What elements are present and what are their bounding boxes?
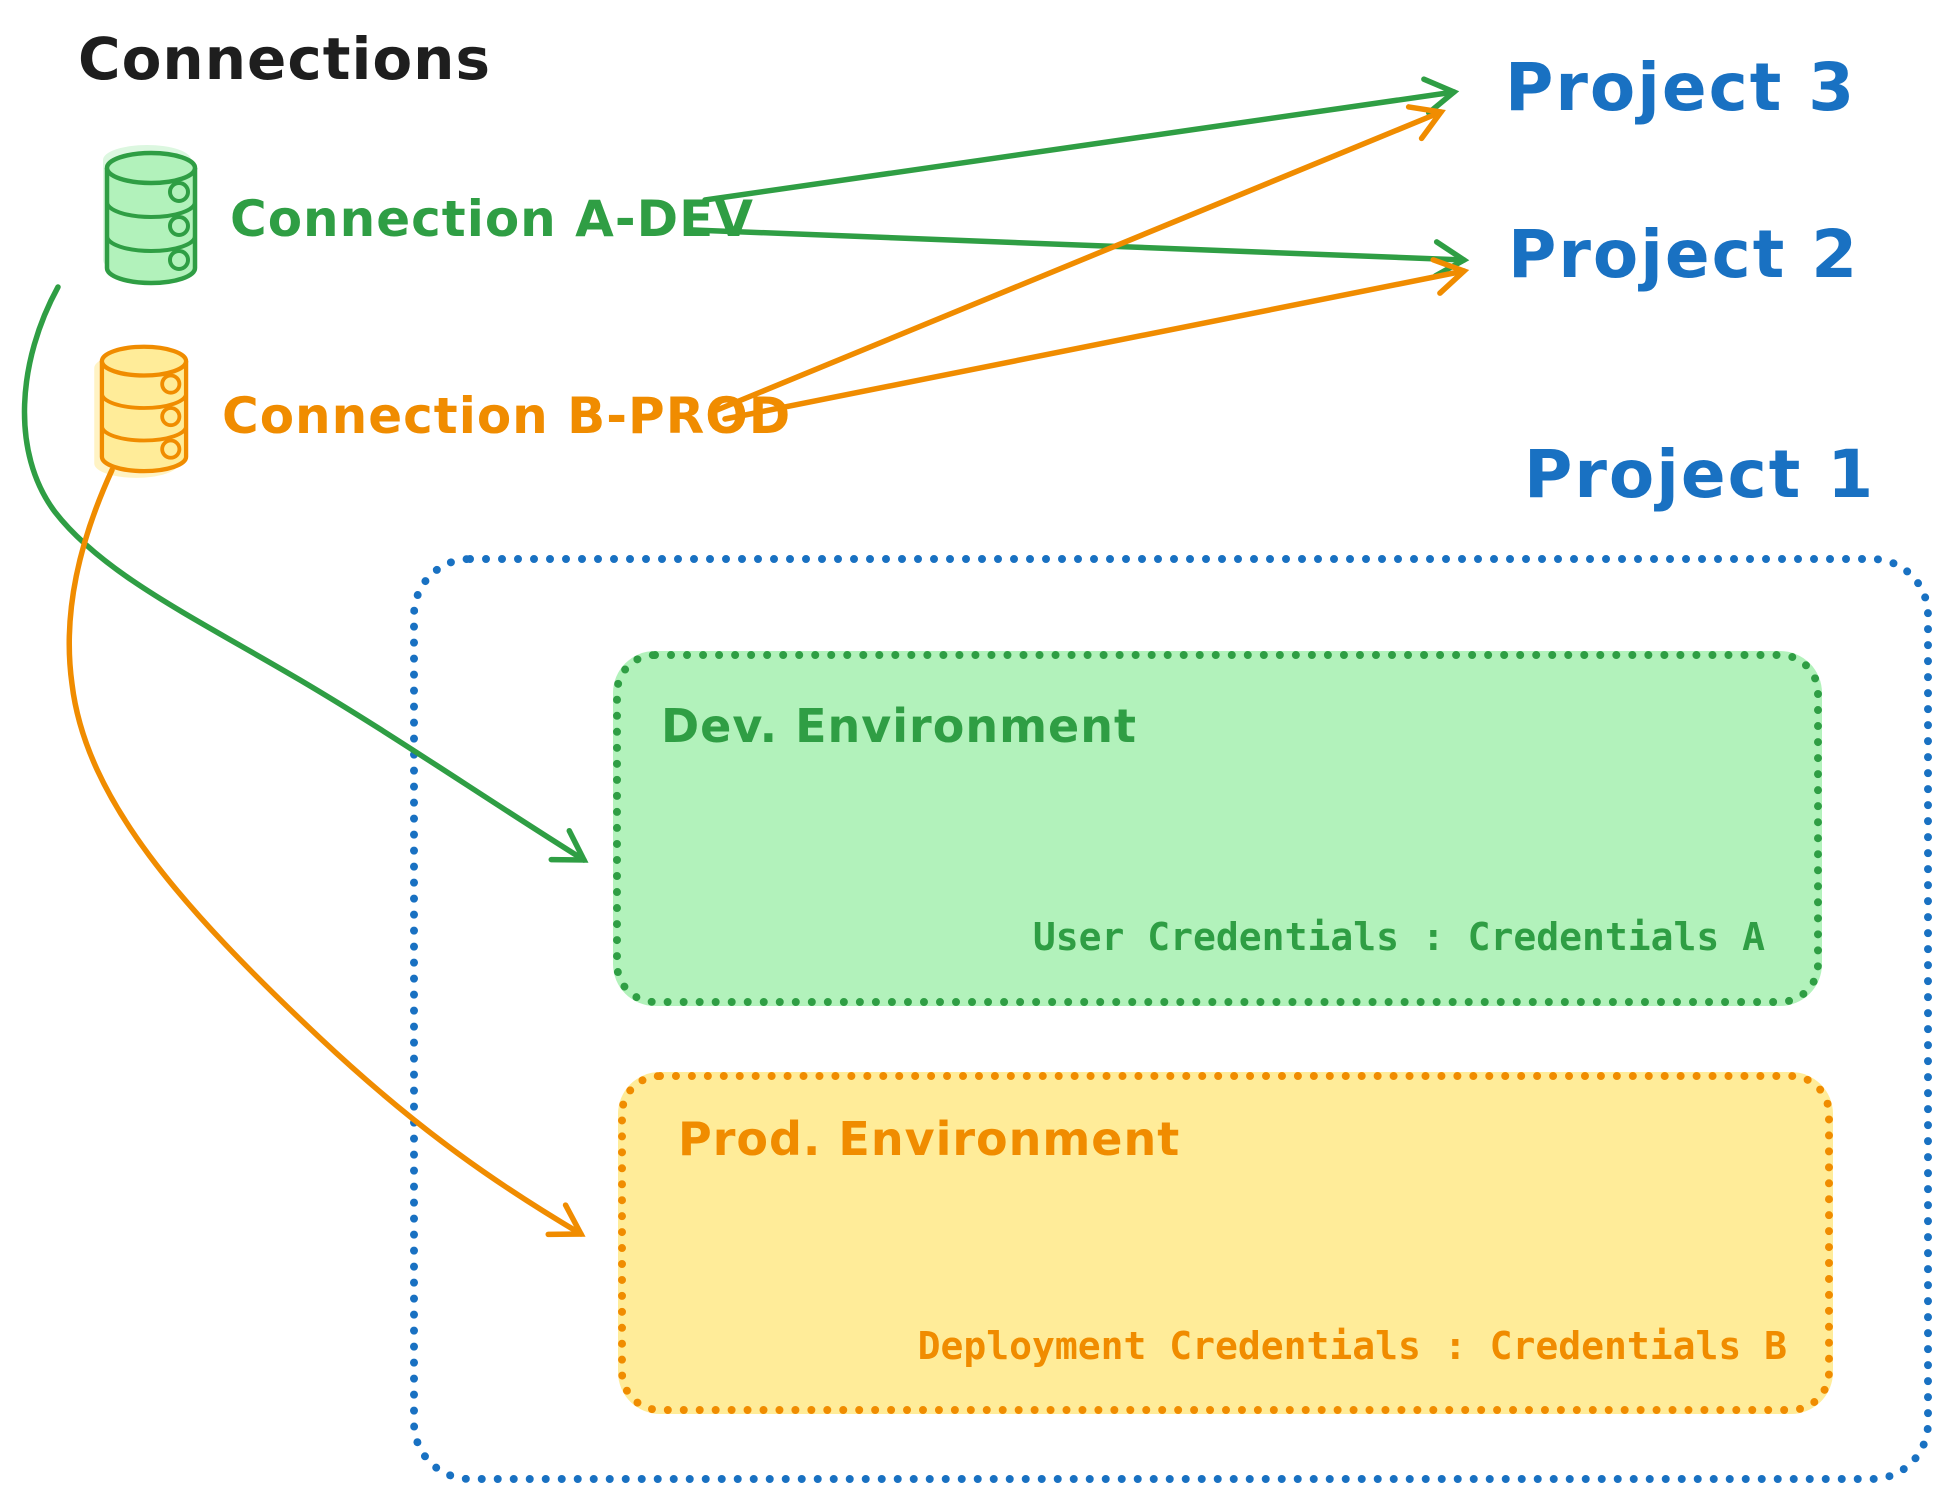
connection-a-dev-label: Connection A-DEV [230, 190, 754, 248]
prod-environment-box [618, 1072, 1833, 1414]
arrow-b-prod-to-project-3 [714, 104, 1446, 413]
arrow-b-prod-to-project-2 [722, 257, 1470, 422]
prod-environment-title: Prod. Environment [678, 1112, 1181, 1166]
arrow-a-dev-to-project-3 [702, 76, 1460, 203]
database-icon-a-dev [103, 145, 198, 286]
dev-environment-box [613, 651, 1822, 1006]
dev-environment-credentials: User Credentials : Credentials A [1032, 915, 1765, 959]
project-1-label: Project 1 [1524, 436, 1876, 513]
project-3-label: Project 3 [1505, 49, 1857, 126]
connections-title: Connections [78, 25, 491, 93]
connection-b-prod-label: Connection B-PROD [222, 387, 792, 445]
arrow-a-dev-to-project-2 [690, 227, 1470, 279]
prod-environment-credentials: Deployment Credentials : Credentials B [917, 1324, 1787, 1368]
database-icon-b-prod [94, 344, 189, 478]
project-2-label: Project 2 [1508, 216, 1860, 293]
dev-environment-title: Dev. Environment [661, 699, 1137, 753]
